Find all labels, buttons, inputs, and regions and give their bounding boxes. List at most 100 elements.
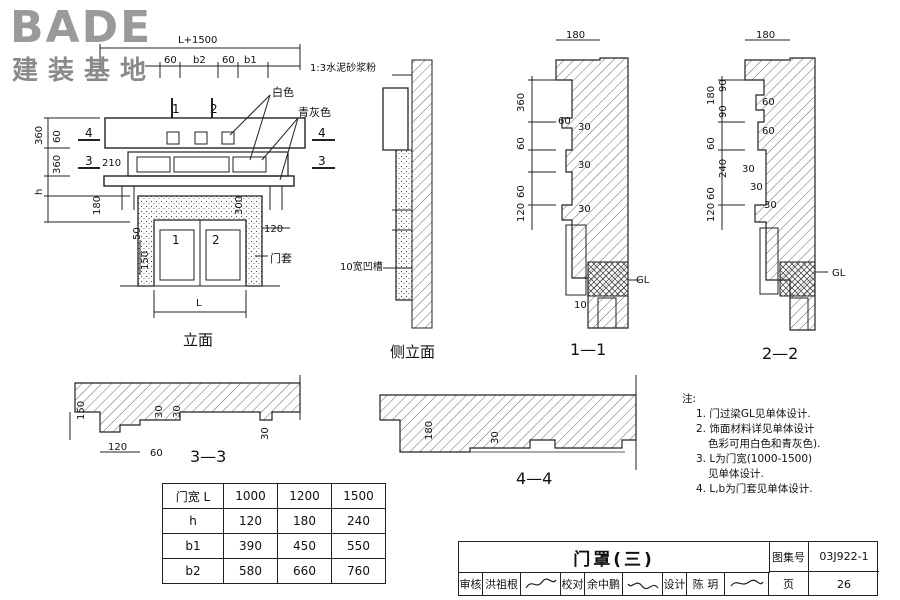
dim-300: 300 — [234, 196, 245, 215]
svg-text:30: 30 — [490, 431, 501, 444]
mark-2b: 2 — [212, 233, 220, 247]
designer-name: 陈 玥 — [687, 572, 725, 596]
drawing-title: 门罩(三) — [459, 542, 770, 573]
svg-text:30: 30 — [578, 204, 591, 215]
section-3-3-text: 150 30 30 30 120 60 3—3 — [76, 401, 271, 466]
table-cell: 240 — [331, 508, 386, 534]
atlas-number: 03J922-1 — [809, 542, 879, 572]
svg-text:30: 30 — [260, 427, 271, 440]
section-3-3 — [69, 375, 301, 453]
table-cell: b2 — [162, 558, 224, 584]
section-4-4 — [379, 375, 637, 470]
dim-b1: b1 — [244, 55, 257, 66]
table-cell: 120 — [223, 508, 278, 534]
table-cell: 550 — [331, 533, 386, 559]
svg-text:GL: GL — [636, 275, 650, 286]
note-3b: 见单体设计. — [708, 468, 764, 480]
designer-signature — [725, 572, 769, 596]
svg-text:30: 30 — [578, 122, 591, 133]
svg-text:30: 30 — [154, 405, 165, 418]
side-text: 1:3水泥砂浆粉 10宽凹槽 侧立面 — [310, 61, 435, 361]
note-3a: 3. L为门宽(1000-1500) — [696, 453, 813, 465]
note-2a: 2. 饰面材料详见单体设计 — [696, 423, 815, 435]
notes: 注: 1. 门过梁GL见单体设计. 2. 饰面材料详见单体设计 色彩可用白色和青… — [682, 392, 820, 497]
dim-h: h — [34, 189, 45, 195]
svg-text:90: 90 — [718, 105, 729, 118]
svg-text:180: 180 — [566, 30, 585, 41]
bade-logo: BADE 建装基地 — [6, 2, 176, 86]
table-row: b1 390 450 550 — [162, 533, 386, 559]
svg-text:60: 60 — [558, 116, 571, 127]
note-2b: 色彩可用白色和青灰色). — [708, 438, 821, 450]
dim-total: L+1500 — [178, 35, 217, 46]
svg-text:4—4: 4—4 — [516, 469, 552, 488]
dim-360b: 360 — [52, 155, 63, 174]
signature-mark — [730, 579, 763, 587]
svg-text:60: 60 — [516, 185, 527, 198]
svg-text:60: 60 — [762, 126, 775, 137]
svg-text:1—1: 1—1 — [570, 340, 606, 359]
table-cell: b1 — [162, 533, 224, 559]
mark-1b: 1 — [172, 233, 180, 247]
logo-sub: 建装基地 — [12, 56, 157, 86]
label-grey: 青灰色 — [298, 105, 331, 119]
svg-text:30: 30 — [742, 164, 755, 175]
dim-180: 180 — [92, 196, 103, 215]
table-cell: 580 — [223, 558, 278, 584]
svg-text:120: 120 — [706, 203, 717, 222]
signature-mark — [524, 578, 556, 589]
svg-text:30: 30 — [764, 200, 777, 211]
signature-mark — [627, 582, 658, 590]
section-2-2-text: 180 90 180 90 60 60 60 240 30 60 30 120 … — [706, 30, 846, 363]
table-row: h 120 180 240 — [162, 508, 386, 534]
page-number: 26 — [837, 577, 851, 591]
section-2-2 — [718, 39, 828, 331]
dimension-table: 门宽 L 1000 1200 1500 h 120 180 240 b1 390… — [162, 483, 386, 584]
dim-b2: b2 — [193, 55, 206, 66]
atlas-label: 图集号 — [769, 542, 809, 572]
svg-text:240: 240 — [718, 159, 729, 178]
table-row: 门宽 L 1000 1200 1500 — [162, 483, 386, 509]
table-cell: 1000 — [223, 483, 278, 509]
dim-60: 60 — [52, 130, 63, 143]
mark-2: 2 — [210, 102, 218, 116]
svg-text:60: 60 — [706, 187, 717, 200]
reviewer-name: 洪祖根 — [483, 572, 521, 596]
section-1-1 — [528, 39, 640, 329]
mark-1: 1 — [172, 102, 180, 116]
svg-text:180: 180 — [706, 86, 717, 105]
dim-150: 150 — [140, 251, 151, 270]
side-elevation — [382, 59, 433, 329]
svg-text:60: 60 — [516, 137, 527, 150]
svg-text:120: 120 — [108, 442, 127, 453]
label-frame: 门套 — [270, 251, 292, 265]
design-label: 设计 — [663, 572, 687, 596]
dim-s1: 60 — [164, 55, 177, 66]
caption-elevation: 立面 — [183, 331, 213, 349]
table-row: b2 580 660 760 — [162, 558, 386, 584]
table-cell: 660 — [277, 558, 332, 584]
svg-text:360: 360 — [516, 93, 527, 112]
dim-s2: 60 — [222, 55, 235, 66]
dim-210: 210 — [102, 158, 121, 169]
svg-text:90: 90 — [718, 79, 729, 92]
section-1-1-text: 180 360 60 30 60 30 60 30 120 GL 10 1—1 — [516, 30, 650, 359]
dim-50: 50 — [132, 227, 143, 240]
table-cell: 1200 — [277, 483, 332, 509]
table-cell: 1500 — [331, 483, 386, 509]
table-cell: 180 — [277, 508, 332, 534]
svg-text:150: 150 — [76, 401, 87, 420]
checker-name: 余中鹏 — [585, 572, 623, 596]
checker-signature — [623, 572, 663, 596]
elevation-text: L+1500 60 b2 60 b1 360 60 360 210 h 180 … — [34, 35, 331, 349]
title-block: 门罩(三) 图集号 03J922-1 审核 洪祖根 校对 余中鹏 设计 陈 玥 … — [458, 541, 879, 596]
page-label: 页 — [769, 572, 809, 596]
note-4: 4. L,b为门套见单体设计. — [696, 483, 813, 495]
svg-text:30: 30 — [172, 405, 183, 418]
svg-text:60: 60 — [706, 137, 717, 150]
mark-4r: 4 — [318, 126, 326, 140]
svg-text:30: 30 — [750, 182, 763, 193]
reviewer-signature — [521, 572, 561, 596]
svg-text:120: 120 — [516, 203, 527, 222]
